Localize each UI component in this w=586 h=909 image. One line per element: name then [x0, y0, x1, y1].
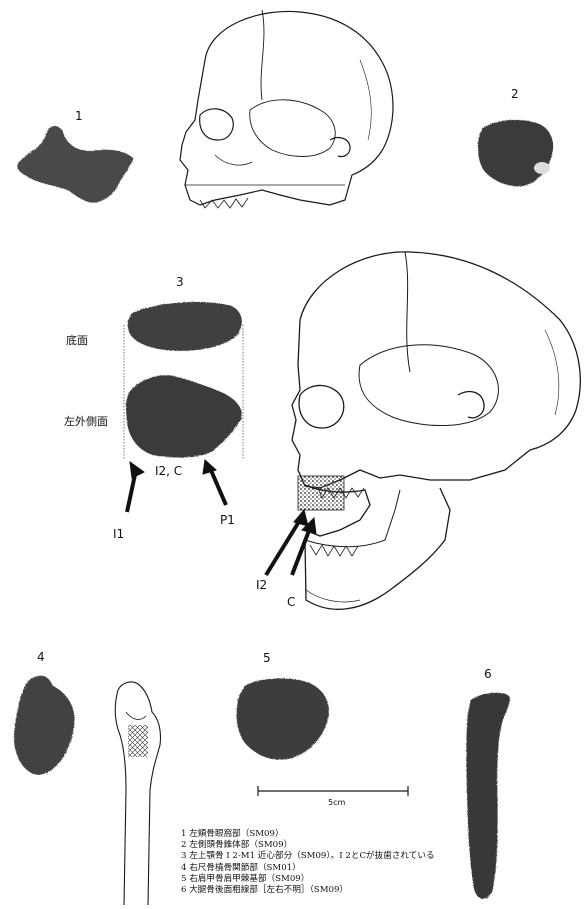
arrow-label-p1: P1	[220, 514, 235, 526]
arrow-label-i1: I1	[113, 528, 124, 540]
fragment-2-temporal	[477, 120, 552, 186]
figure-label-5: 5	[263, 652, 271, 664]
arrow-p1	[203, 460, 226, 505]
arrow-i2	[266, 510, 308, 575]
figure-label-2: 2	[511, 88, 519, 100]
extracted-teeth-region	[298, 476, 344, 510]
fragment-4-ulna	[14, 675, 75, 774]
view-label-left-lateral: 左外側面	[64, 416, 108, 427]
figure-label-1: 1	[75, 110, 83, 122]
caption-line: 2 左側頭骨錐体部（SM09）	[181, 840, 435, 851]
arrow-label-i2: I2	[256, 579, 267, 591]
scale-bar-label: 5cm	[328, 799, 345, 807]
caption-line: 5 右肩甲骨肩甲棘基部（SM09）	[181, 874, 435, 885]
figure-label-6: 6	[484, 668, 492, 680]
fragment-5-scapula	[236, 678, 328, 759]
arrow-label-c: C	[287, 596, 295, 608]
caption-line: 4 右尺骨橈骨関節部（SM01）	[181, 863, 435, 874]
fragment-2-opening	[534, 162, 550, 174]
arrow-i1	[127, 462, 144, 512]
ulna-drawing	[115, 682, 160, 905]
ulna-articular-area	[128, 725, 148, 757]
scale-bar	[258, 786, 408, 796]
caption-line: 3 左上顎骨 I 2-M1 近心部分（SM09）。I 2とCが抜歯されている	[181, 851, 435, 862]
view-label-bottom: 底面	[66, 335, 88, 346]
caption-line: 1 左頬骨眼窩部（SM09）	[181, 829, 435, 840]
fragment-6-femur	[466, 692, 509, 898]
caption-line: 6 大腿骨後面粗線部［左右不明］（SM09）	[181, 885, 435, 896]
figure-caption: 1 左頬骨眼窩部（SM09） 2 左側頭骨錐体部（SM09） 3 左上顎骨 I …	[181, 829, 435, 896]
fragment-3-bottom-view	[127, 301, 241, 350]
skull-drawing-top	[180, 10, 393, 208]
figure-label-3: 3	[176, 276, 184, 288]
skull-drawing-middle	[292, 252, 580, 609]
fragment-3-lateral-view	[125, 375, 241, 457]
arrow-label-i2c: I2, C	[155, 465, 182, 477]
figure-label-4: 4	[37, 651, 45, 663]
fragment-1-zygomatic	[17, 125, 133, 202]
